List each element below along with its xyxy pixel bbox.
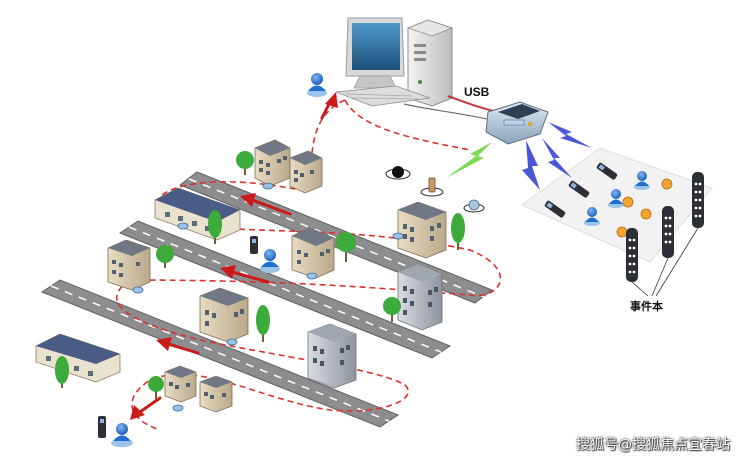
- event-book-icon: [626, 172, 704, 297]
- villa-bottom-left: [35, 333, 121, 383]
- patrol-stick-icon: [98, 416, 106, 438]
- tree: [451, 213, 465, 250]
- desktop-computer-icon: [335, 17, 454, 107]
- checkpoint-tag-icon: [622, 196, 634, 208]
- patrol-stick-icon: [250, 236, 258, 254]
- building-4: [107, 239, 151, 291]
- building-8: [199, 375, 233, 413]
- checkpoint-tag-icon: [172, 404, 184, 412]
- guard-person-icon: [260, 249, 280, 273]
- patrol-stick-icon: [568, 180, 590, 198]
- usb-label: USB: [464, 85, 490, 99]
- tree: [148, 376, 164, 400]
- building-7: [164, 365, 197, 403]
- guard-person-icon: [307, 73, 327, 97]
- checkpoint-tag-icon: [420, 177, 444, 197]
- guard-person-icon: [584, 207, 600, 226]
- buildings: [35, 139, 447, 413]
- checkpoint-tag-icon: [392, 232, 404, 240]
- tree: [55, 356, 69, 388]
- trees: [55, 151, 465, 400]
- tree: [208, 210, 222, 244]
- event-book-keypad: [626, 228, 638, 282]
- checkpoint-tag-icon: [661, 178, 673, 190]
- monitor: [345, 17, 405, 89]
- event-book-keypad: [662, 206, 674, 258]
- watermark: 搜狐号@搜狐焦点宜春站: [576, 437, 730, 453]
- building-1: [254, 139, 291, 187]
- event-book-devices: [544, 162, 704, 297]
- checkpoints: [132, 166, 485, 412]
- tree: [236, 151, 254, 175]
- building-5: [291, 227, 335, 279]
- guard-person-icon: [634, 171, 650, 190]
- building-2: [289, 150, 323, 194]
- checkpoint-tag-icon: [262, 182, 274, 190]
- patrol-stick-icon: [544, 200, 566, 218]
- guard-person-icon: [111, 423, 133, 447]
- arrow-bottom-left: [130, 396, 162, 420]
- checkpoint-tag-icon: [616, 226, 628, 238]
- arrow-road3-left: [156, 337, 200, 355]
- checkpoint-tag-icon: [463, 199, 485, 213]
- checkpoint-tag-icon: [226, 338, 238, 346]
- tree: [156, 245, 174, 268]
- tree: [256, 305, 270, 342]
- wireless-signals-blue: [522, 122, 592, 190]
- usb-cable-2: [403, 103, 493, 121]
- checkpoint-tag-icon: [132, 286, 144, 294]
- wireless-signal-green: [446, 142, 492, 178]
- tower-lower: [307, 323, 357, 389]
- checkpoint-tag-icon: [306, 272, 318, 280]
- tower-right: [397, 263, 443, 331]
- tree: [336, 232, 356, 262]
- checkpoint-tag-icon: [385, 166, 411, 180]
- building-6: [199, 287, 249, 343]
- guard-person-icon: [608, 189, 624, 208]
- keyboard: [335, 85, 431, 107]
- checkpoint-tag-icon: [177, 222, 189, 230]
- arrow-up-to-computer: [320, 92, 338, 120]
- checkpoint-tag-icon: [640, 208, 652, 220]
- patrol-data-reader-icon: [485, 101, 549, 145]
- arrow-road2-left: [220, 265, 270, 284]
- route-arrows: [130, 92, 338, 420]
- building-3: [397, 201, 447, 259]
- tree: [383, 297, 401, 322]
- event-book-label: 事件本: [630, 299, 663, 313]
- event-book-keypad: [692, 172, 704, 228]
- arrow-road1-left: [240, 193, 292, 216]
- patrol-stick-icon: [596, 162, 618, 180]
